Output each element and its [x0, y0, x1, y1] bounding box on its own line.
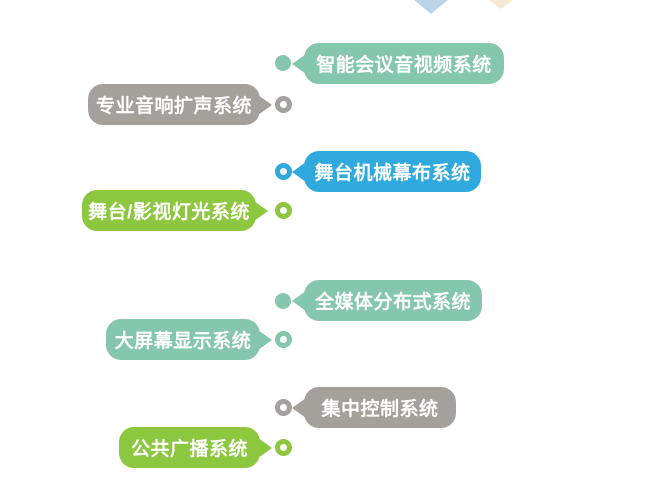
bubble-label: 公共广播系统: [130, 439, 248, 460]
green-ring-dot-icon: [275, 202, 292, 219]
bubble-stage-film-lighting-system: 舞台/影视灯光系统: [82, 190, 256, 231]
bubble-large-screen-display-system: 大屏幕显示系统: [106, 319, 260, 360]
bubble-label: 集中控制系统: [321, 399, 439, 420]
bubble-label: 舞台/影视灯光系统: [88, 202, 250, 223]
blue-ring-dot-icon: [275, 163, 292, 180]
teal-ring-dot-icon: [275, 331, 292, 348]
gray-ring-dot-icon: [275, 96, 292, 113]
bubble-label: 智能会议音视频系统: [316, 55, 492, 76]
gray-ring-dot-icon: [275, 399, 292, 416]
bubble-professional-sound-reinforcement-system: 专业音响扩声系统: [88, 84, 260, 125]
bubble-label: 大屏幕显示系统: [114, 331, 252, 352]
teal-filled-dot-icon: [275, 293, 291, 309]
bubble-label: 专业音响扩声系统: [95, 96, 252, 117]
bubble-public-address-system: 公共广播系统: [119, 427, 260, 468]
bubble-central-control-system: 集中控制系统: [304, 387, 456, 428]
teal-filled-dot-icon: [275, 55, 291, 71]
decor-triangle-orange-icon: [489, 0, 513, 9]
bubble-label: 全媒体分布式系统: [314, 292, 471, 313]
decor-triangle-blue-icon: [414, 0, 448, 14]
bubble-all-media-distributed-system: 全媒体分布式系统: [304, 280, 482, 321]
bubble-smart-conference-av-system: 智能会议音视频系统: [304, 43, 504, 84]
bubble-label: 舞台机械幕布系统: [314, 163, 471, 184]
bubble-stage-mechanical-curtain-system: 舞台机械幕布系统: [304, 151, 481, 192]
green-ring-dot-icon: [275, 439, 292, 456]
